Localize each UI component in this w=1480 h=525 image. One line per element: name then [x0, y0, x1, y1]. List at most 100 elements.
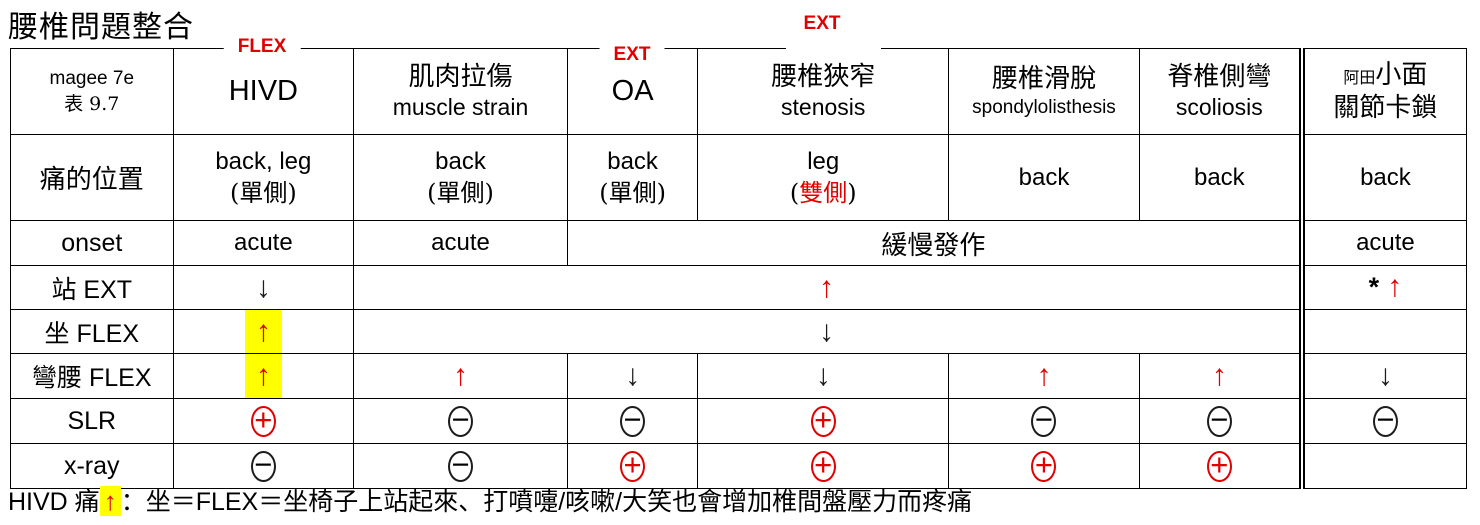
row-label-xray: x-ray	[10, 443, 174, 489]
onset-cell-hivd: acute	[172, 220, 355, 266]
sit-flex-cell-hivd: ↑	[172, 309, 355, 354]
circled-minus-icon: −	[250, 449, 276, 482]
yellow-highlight: ↑	[244, 310, 282, 353]
bend-flex-cell-facet-lock: ↓	[1298, 353, 1467, 399]
up-arrow-icon: ↑	[819, 270, 834, 304]
annotation-flex-hivd: FLEX	[223, 36, 301, 58]
header-cell-facet-lock: 阿田小面 關節卡鎖	[1298, 48, 1467, 135]
circled-minus-icon: −	[620, 404, 646, 437]
bend-flex-cell-stenosis: ↓	[697, 353, 950, 399]
annotation-ext-oa: EXT	[599, 44, 665, 66]
bend-flex-cell-muscle-strain: ↑	[353, 353, 568, 399]
stand-ext-merged-cell: ↑	[353, 265, 1303, 310]
yellow-highlight: ↑	[244, 354, 282, 398]
bend-flex-cell-spondylolisthesis: ↑	[948, 353, 1140, 399]
xray-cell-facet-lock	[1298, 443, 1467, 489]
pain-cell-facet-lock: back	[1298, 134, 1467, 221]
slr-cell-stenosis: +	[697, 398, 950, 444]
circled-minus-icon: −	[448, 449, 474, 482]
circled-minus-icon: −	[1031, 404, 1057, 437]
circled-plus-icon: +	[620, 449, 646, 482]
row-label-sit-flex: 坐 FLEX	[10, 309, 174, 354]
footnote-prefix: HIVD 痛	[8, 488, 100, 516]
source-line2: 表 9.7	[64, 92, 120, 115]
pain-cell-scoliosis: back	[1138, 134, 1303, 221]
up-arrow-icon: ↑	[1036, 359, 1052, 392]
up-arrow-icon: ↑	[1387, 270, 1403, 303]
down-arrow-icon: ↓	[815, 359, 831, 392]
row-label-slr: SLR	[10, 398, 174, 444]
header-cell-hivd: HIVD	[172, 48, 355, 135]
xray-cell-oa: +	[566, 443, 699, 489]
header-cell-muscle-strain: 肌肉拉傷 muscle strain	[353, 48, 568, 135]
slr-cell-muscle-strain: −	[353, 398, 568, 444]
onset-row: onset acute acute 緩慢發作 acute	[10, 220, 1467, 266]
xray-cell-spondylolisthesis: +	[948, 443, 1140, 489]
slr-cell-facet-lock: −	[1298, 398, 1467, 444]
page-title: 腰椎問題整合	[8, 10, 194, 45]
pain-location-row: 痛的位置 back, leg (單側) back (單側) back (單側) …	[10, 134, 1467, 221]
slr-cell-oa: −	[566, 398, 699, 444]
sit-flex-merged-cell: ↓	[353, 309, 1303, 354]
xray-row: x-ray − − + + + +	[10, 443, 1467, 489]
down-arrow-icon: ↓	[819, 314, 834, 348]
asterisk-mark: *	[1368, 272, 1380, 302]
pain-cell-stenosis: leg (雙側)	[697, 134, 950, 221]
xray-cell-scoliosis: +	[1138, 443, 1303, 489]
xray-cell-stenosis: +	[697, 443, 950, 489]
circled-plus-icon: +	[250, 404, 276, 437]
up-arrow-icon: ↑	[453, 359, 469, 392]
slr-cell-scoliosis: −	[1138, 398, 1303, 444]
bend-flex-cell-scoliosis: ↑	[1138, 353, 1303, 399]
onset-cell-facet-lock: acute	[1298, 220, 1467, 266]
slr-row: SLR + − − + − − −	[10, 398, 1467, 444]
row-label-bend-flex: 彎腰 FLEX	[10, 353, 174, 399]
pain-cell-spondylolisthesis: back	[948, 134, 1140, 221]
header-cell-scoliosis: 脊椎側彎 scoliosis	[1138, 48, 1303, 135]
circled-plus-icon: +	[1206, 449, 1232, 482]
source-line1: magee 7e	[49, 67, 135, 89]
slr-cell-spondylolisthesis: −	[948, 398, 1140, 444]
row-label-pain-location: 痛的位置	[10, 134, 174, 221]
header-cell-spondylolisthesis: 腰椎滑脫 spondylolisthesis	[948, 48, 1140, 135]
row-label-stand-ext: 站 EXT	[10, 265, 174, 310]
circled-minus-icon: −	[1206, 404, 1232, 437]
up-arrow-icon: ↑	[255, 314, 271, 348]
row-label-onset: onset	[10, 220, 174, 266]
bend-flex-cell-oa: ↓	[566, 353, 699, 399]
xray-cell-muscle-strain: −	[353, 443, 568, 489]
up-arrow-icon: ↑	[1211, 359, 1227, 392]
xray-cell-hivd: −	[172, 443, 355, 489]
circled-minus-icon: −	[448, 404, 474, 437]
pain-cell-oa: back (單側)	[566, 134, 699, 221]
slr-cell-hivd: +	[172, 398, 355, 444]
stand-ext-cell-facet-lock: *↑	[1298, 265, 1467, 310]
top-border-gap	[786, 45, 881, 53]
header-cell-stenosis: 腰椎狹窄 stenosis	[697, 48, 950, 135]
circled-plus-icon: +	[810, 449, 836, 482]
sit-flex-cell-facet-lock	[1298, 309, 1467, 354]
pain-cell-muscle-strain: back (單側)	[353, 134, 568, 221]
onset-merged-cell: 緩慢發作	[566, 220, 1303, 266]
header-row: magee 7e 表 9.7 HIVD 肌肉拉傷 muscle strain O…	[10, 48, 1467, 135]
footnote: HIVD 痛↑：坐＝FLEX＝坐椅子上站起來、打噴嚏/咳嗽/大笑也會增加椎間盤壓…	[8, 482, 972, 518]
header-cell-source: magee 7e 表 9.7	[10, 48, 174, 135]
lumbar-comparison-table: magee 7e 表 9.7 HIVD 肌肉拉傷 muscle strain O…	[10, 48, 1467, 489]
stand-ext-cell-hivd: ↓	[172, 265, 355, 310]
down-arrow-icon: ↓	[255, 270, 271, 304]
bend-flex-cell-hivd: ↑	[172, 353, 355, 399]
circled-minus-icon: −	[1372, 404, 1398, 437]
onset-cell-muscle-strain: acute	[353, 220, 568, 266]
up-arrow-icon: ↑	[255, 359, 271, 392]
circled-plus-icon: +	[810, 404, 836, 437]
bending-flexion-row: 彎腰 FLEX ↑ ↑ ↓ ↓ ↑ ↑ ↓	[10, 353, 1467, 399]
circled-plus-icon: +	[1031, 449, 1057, 482]
footnote-text: ：坐＝FLEX＝坐椅子上站起來、打噴嚏/咳嗽/大笑也會增加椎間盤壓力而疼痛	[120, 488, 973, 516]
down-arrow-icon: ↓	[1377, 359, 1393, 392]
sitting-flexion-row: 坐 FLEX ↑ ↓	[10, 309, 1467, 354]
highlighted-up-arrow-icon: ↑	[99, 486, 121, 516]
pain-cell-hivd: back, leg (單側)	[172, 134, 355, 221]
down-arrow-icon: ↓	[625, 359, 641, 392]
standing-extension-row: 站 EXT ↓ ↑ *↑	[10, 265, 1467, 310]
annotation-ext-stenosis: EXT	[789, 13, 855, 35]
